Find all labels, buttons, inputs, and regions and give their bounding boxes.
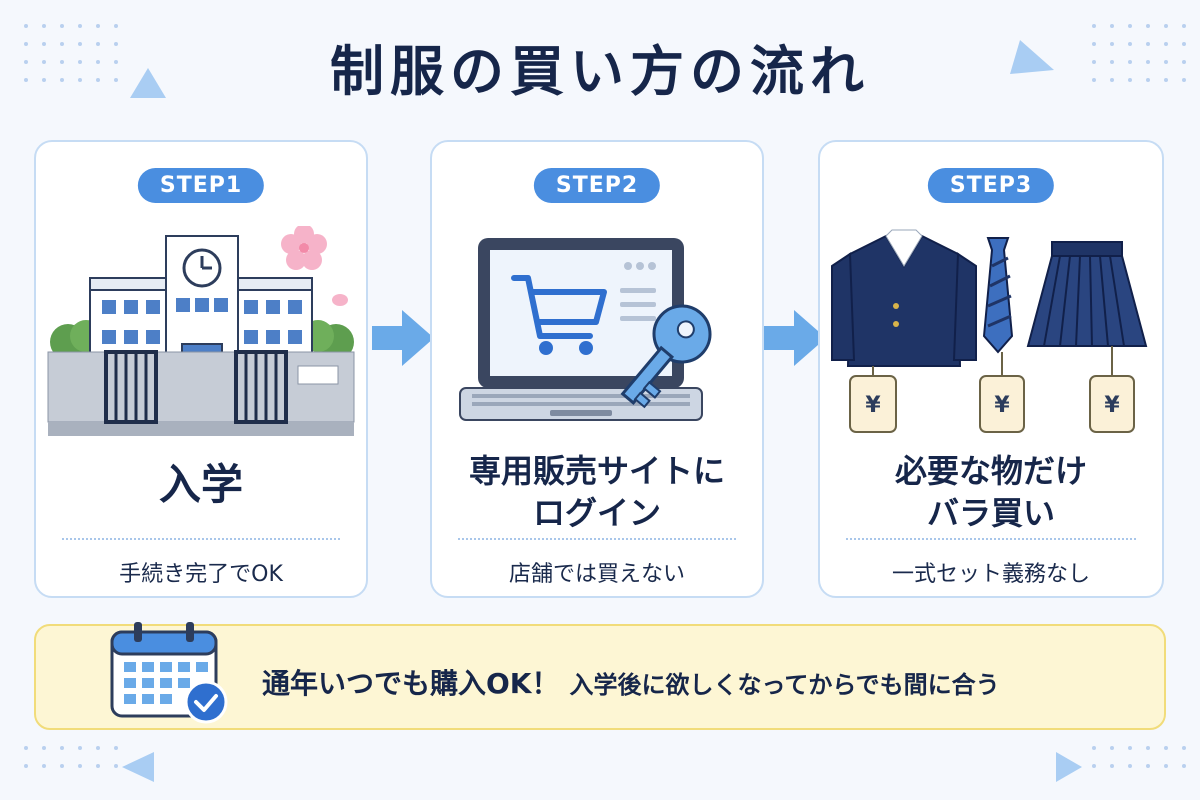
info-banner: 通年いつでも購入OK！ 入学後に欲しくなってからでも間に合う xyxy=(34,622,1166,730)
page-title: 制服の買い方の流れ xyxy=(330,40,870,103)
decor-triangle-top-left xyxy=(130,68,166,98)
divider xyxy=(62,538,340,540)
step-subtext: 手続き完了でOK xyxy=(119,562,283,587)
laptop-cart-key-icon xyxy=(459,238,712,421)
arrow-right-icon xyxy=(372,310,434,366)
decor-dots-bottom-left xyxy=(24,746,118,768)
step-heading-line: ログイン xyxy=(532,494,661,532)
divider xyxy=(458,538,736,540)
step-badge: STEP3 xyxy=(927,168,1055,203)
arrow-right-icon xyxy=(764,310,826,366)
step-heading-line: 必要な物だけ xyxy=(894,452,1087,490)
step-heading: 専用販売サイトに ログイン xyxy=(432,450,762,534)
step-heading: 必要な物だけ バラ買い xyxy=(820,450,1162,534)
step-heading-line: 入学 xyxy=(158,460,243,509)
decor-dots-bottom-right xyxy=(1092,746,1186,768)
step-heading-line: 専用販売サイトに xyxy=(468,452,725,490)
calendar-check-icon xyxy=(110,622,228,724)
step-badge: STEP2 xyxy=(533,168,661,203)
price-mark: ¥ xyxy=(865,393,881,418)
divider xyxy=(846,538,1136,540)
step-card-2: STEP2 専用販売サイトに ログイン 店舗では買えない xyxy=(430,140,764,598)
decor-triangle-bottom-left xyxy=(122,752,154,782)
step-badge: STEP1 xyxy=(137,168,265,203)
step-heading: 入学 xyxy=(36,458,366,512)
decor-triangle-top-right xyxy=(1010,40,1054,74)
banner-text: 通年いつでも購入OK！ 入学後に欲しくなってからでも間に合う xyxy=(262,662,1000,702)
uniform-items-price-tag-icon: ¥ ¥ ¥ xyxy=(831,229,1148,433)
price-mark: ¥ xyxy=(1104,393,1120,418)
step-card-3: STEP3 ¥ ¥ ¥ 必要な物だけ バラ買い 一式セット xyxy=(818,140,1164,598)
decor-triangle-bottom-right xyxy=(1056,752,1082,782)
decor-dots-top-left xyxy=(24,24,118,82)
banner-main-text: 通年いつでも購入OK！ xyxy=(262,667,560,700)
step-subtext: 一式セット義務なし xyxy=(891,562,1090,587)
price-mark: ¥ xyxy=(994,393,1010,418)
banner-sub-text: 入学後に欲しくなってからでも間に合う xyxy=(569,671,1000,699)
decor-dots-top-right xyxy=(1092,24,1186,82)
step-card-1: STEP1 xyxy=(34,140,368,598)
step-subtext: 店舗では買えない xyxy=(508,562,685,587)
step-heading-line: バラ買い xyxy=(926,494,1055,532)
school-building-icon xyxy=(47,226,355,436)
